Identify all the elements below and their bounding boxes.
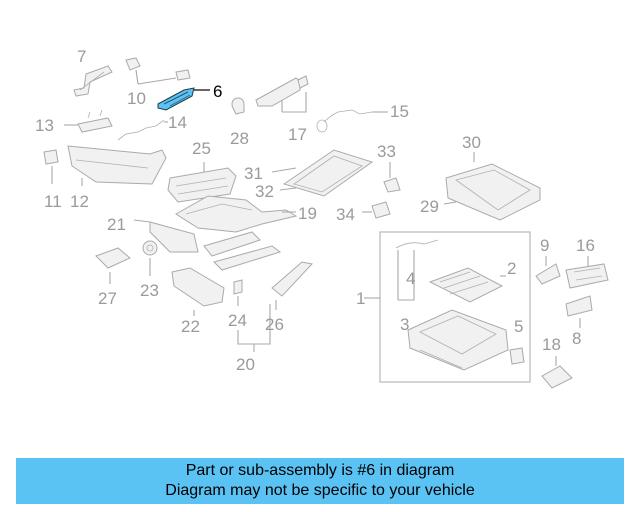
callout-20: 20	[236, 355, 255, 374]
assembly-1-box	[379, 231, 531, 383]
callout-19: 19	[298, 204, 317, 223]
callout-12: 12	[70, 192, 89, 211]
callout-17: 17	[288, 125, 307, 144]
part-17-drawing	[255, 75, 309, 113]
part-33-drawing	[383, 162, 401, 193]
callout-33: 33	[377, 142, 396, 161]
callout-6: 6	[213, 82, 222, 101]
callout-10: 10	[127, 89, 146, 108]
callout-1: 1	[356, 289, 365, 308]
part-6-highlighted	[157, 87, 195, 111]
part-12-drawing	[67, 145, 167, 186]
part-28-drawing	[231, 97, 245, 115]
part-16-drawing	[565, 256, 609, 289]
part-27-drawing	[95, 247, 131, 284]
callout-25: 25	[192, 139, 211, 158]
callout-13: 13	[35, 116, 54, 135]
callout-24: 24	[228, 311, 247, 330]
callout-31: 31	[244, 164, 263, 183]
part-8-drawing	[565, 295, 593, 328]
part-31-drawing	[271, 149, 374, 197]
part-14-drawing	[117, 119, 168, 141]
banner-line-1: Part or sub-assembly is #6 in diagram	[185, 462, 455, 479]
callout-8: 8	[572, 329, 581, 348]
parts-diagram: 1234567891011121314151617181920212223242…	[35, 47, 609, 389]
callout-5: 5	[514, 317, 523, 336]
callout-21: 21	[107, 215, 126, 234]
part-9-drawing	[535, 256, 561, 285]
part-15-drawing	[316, 109, 388, 133]
callout-14: 14	[168, 113, 187, 132]
part-26-drawing	[271, 261, 313, 310]
part-rail-drawing	[203, 231, 282, 271]
callout-32: 32	[255, 182, 274, 201]
callout-22: 22	[181, 317, 200, 336]
part-23-drawing	[142, 240, 158, 276]
part-24-drawing	[233, 279, 243, 306]
callout-30: 30	[462, 133, 481, 152]
callout-29: 29	[420, 197, 439, 216]
part-30-drawing	[443, 152, 541, 221]
part-32-leader	[279, 187, 297, 191]
assembly-1-drawing	[395, 239, 525, 371]
callout-16: 16	[576, 236, 595, 255]
callout-34: 34	[336, 205, 355, 224]
callout-3: 3	[400, 315, 409, 334]
callout-4: 4	[406, 269, 415, 288]
callout-2: 2	[507, 259, 516, 278]
part-13-drawing	[64, 109, 113, 133]
callout-18: 18	[542, 335, 561, 354]
callout-23: 23	[140, 281, 159, 300]
callout-28: 28	[230, 129, 249, 148]
callout-15: 15	[390, 102, 409, 121]
callout-27: 27	[98, 289, 117, 308]
part-7-drawing	[73, 65, 113, 97]
callout-26: 26	[265, 315, 284, 334]
info-banner: Part or sub-assembly is #6 in diagram Di…	[16, 458, 624, 504]
part-11-drawing	[43, 149, 59, 184]
part-22-drawing	[171, 267, 225, 316]
part-34-drawing	[362, 201, 391, 219]
callout-7: 7	[77, 47, 86, 66]
callout-9: 9	[540, 236, 549, 255]
banner-line-2: Diagram may not be specific to your vehi…	[165, 482, 475, 499]
part-25-drawing	[167, 162, 237, 203]
part-18-drawing	[541, 356, 573, 389]
part-19-21-frame-drawing	[133, 195, 298, 253]
part-10-drawing	[125, 57, 191, 85]
callout-11: 11	[44, 192, 62, 211]
